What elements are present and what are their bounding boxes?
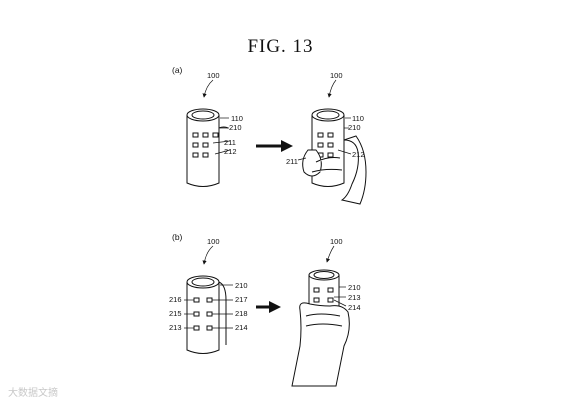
part-a-label: (a) <box>172 65 183 75</box>
ref-210-a-right: 210 <box>348 123 361 132</box>
hand-a-right <box>302 135 367 205</box>
ref-212-a-left: 212 <box>224 147 237 156</box>
ref-214-b-right: 214 <box>348 303 361 312</box>
leaders-b-right <box>325 245 347 307</box>
ref-100-b-right: 100 <box>330 237 343 246</box>
rolled-display-a-right <box>311 108 345 187</box>
ref-100-b-left: 100 <box>207 237 220 246</box>
ref-210-b-right: 210 <box>348 283 361 292</box>
rolled-display-a-left <box>186 108 229 187</box>
ref-218-b-left: 218 <box>235 309 248 318</box>
ref-100-a-right: 100 <box>330 71 343 80</box>
ref-100-a-left: 100 <box>207 71 220 80</box>
transition-arrow-b <box>256 301 281 313</box>
ref-214-b-left: 214 <box>235 323 248 332</box>
ref-213-b-left: 213 <box>169 323 182 332</box>
ref-210-a-left: 210 <box>229 123 242 132</box>
rolled-display-b-left <box>186 275 227 354</box>
watermark: 大数据文摘 <box>8 388 58 399</box>
ref-110-a-right: 110 <box>352 114 364 123</box>
ref-216-b-left: 216 <box>169 295 182 304</box>
part-b-label: (b) <box>172 232 183 242</box>
figure-title: FIG. 13 <box>247 36 314 57</box>
leaders-b-left <box>184 245 233 329</box>
ref-210-b-left: 210 <box>235 281 248 290</box>
transition-arrow-a <box>256 140 293 152</box>
ref-211-a-right: 211 <box>286 157 298 166</box>
ref-213-b-right: 213 <box>348 293 361 302</box>
ref-217-b-left: 217 <box>235 295 248 304</box>
ref-212-a-right: 212 <box>352 150 365 159</box>
ref-110-a-left: 110 <box>231 114 243 123</box>
hand-b-right <box>291 302 350 387</box>
leaders-a-left <box>202 79 231 155</box>
ref-211-a-left: 211 <box>224 138 236 147</box>
ref-215-b-left: 215 <box>169 309 182 318</box>
leaders-a-right <box>297 79 352 161</box>
